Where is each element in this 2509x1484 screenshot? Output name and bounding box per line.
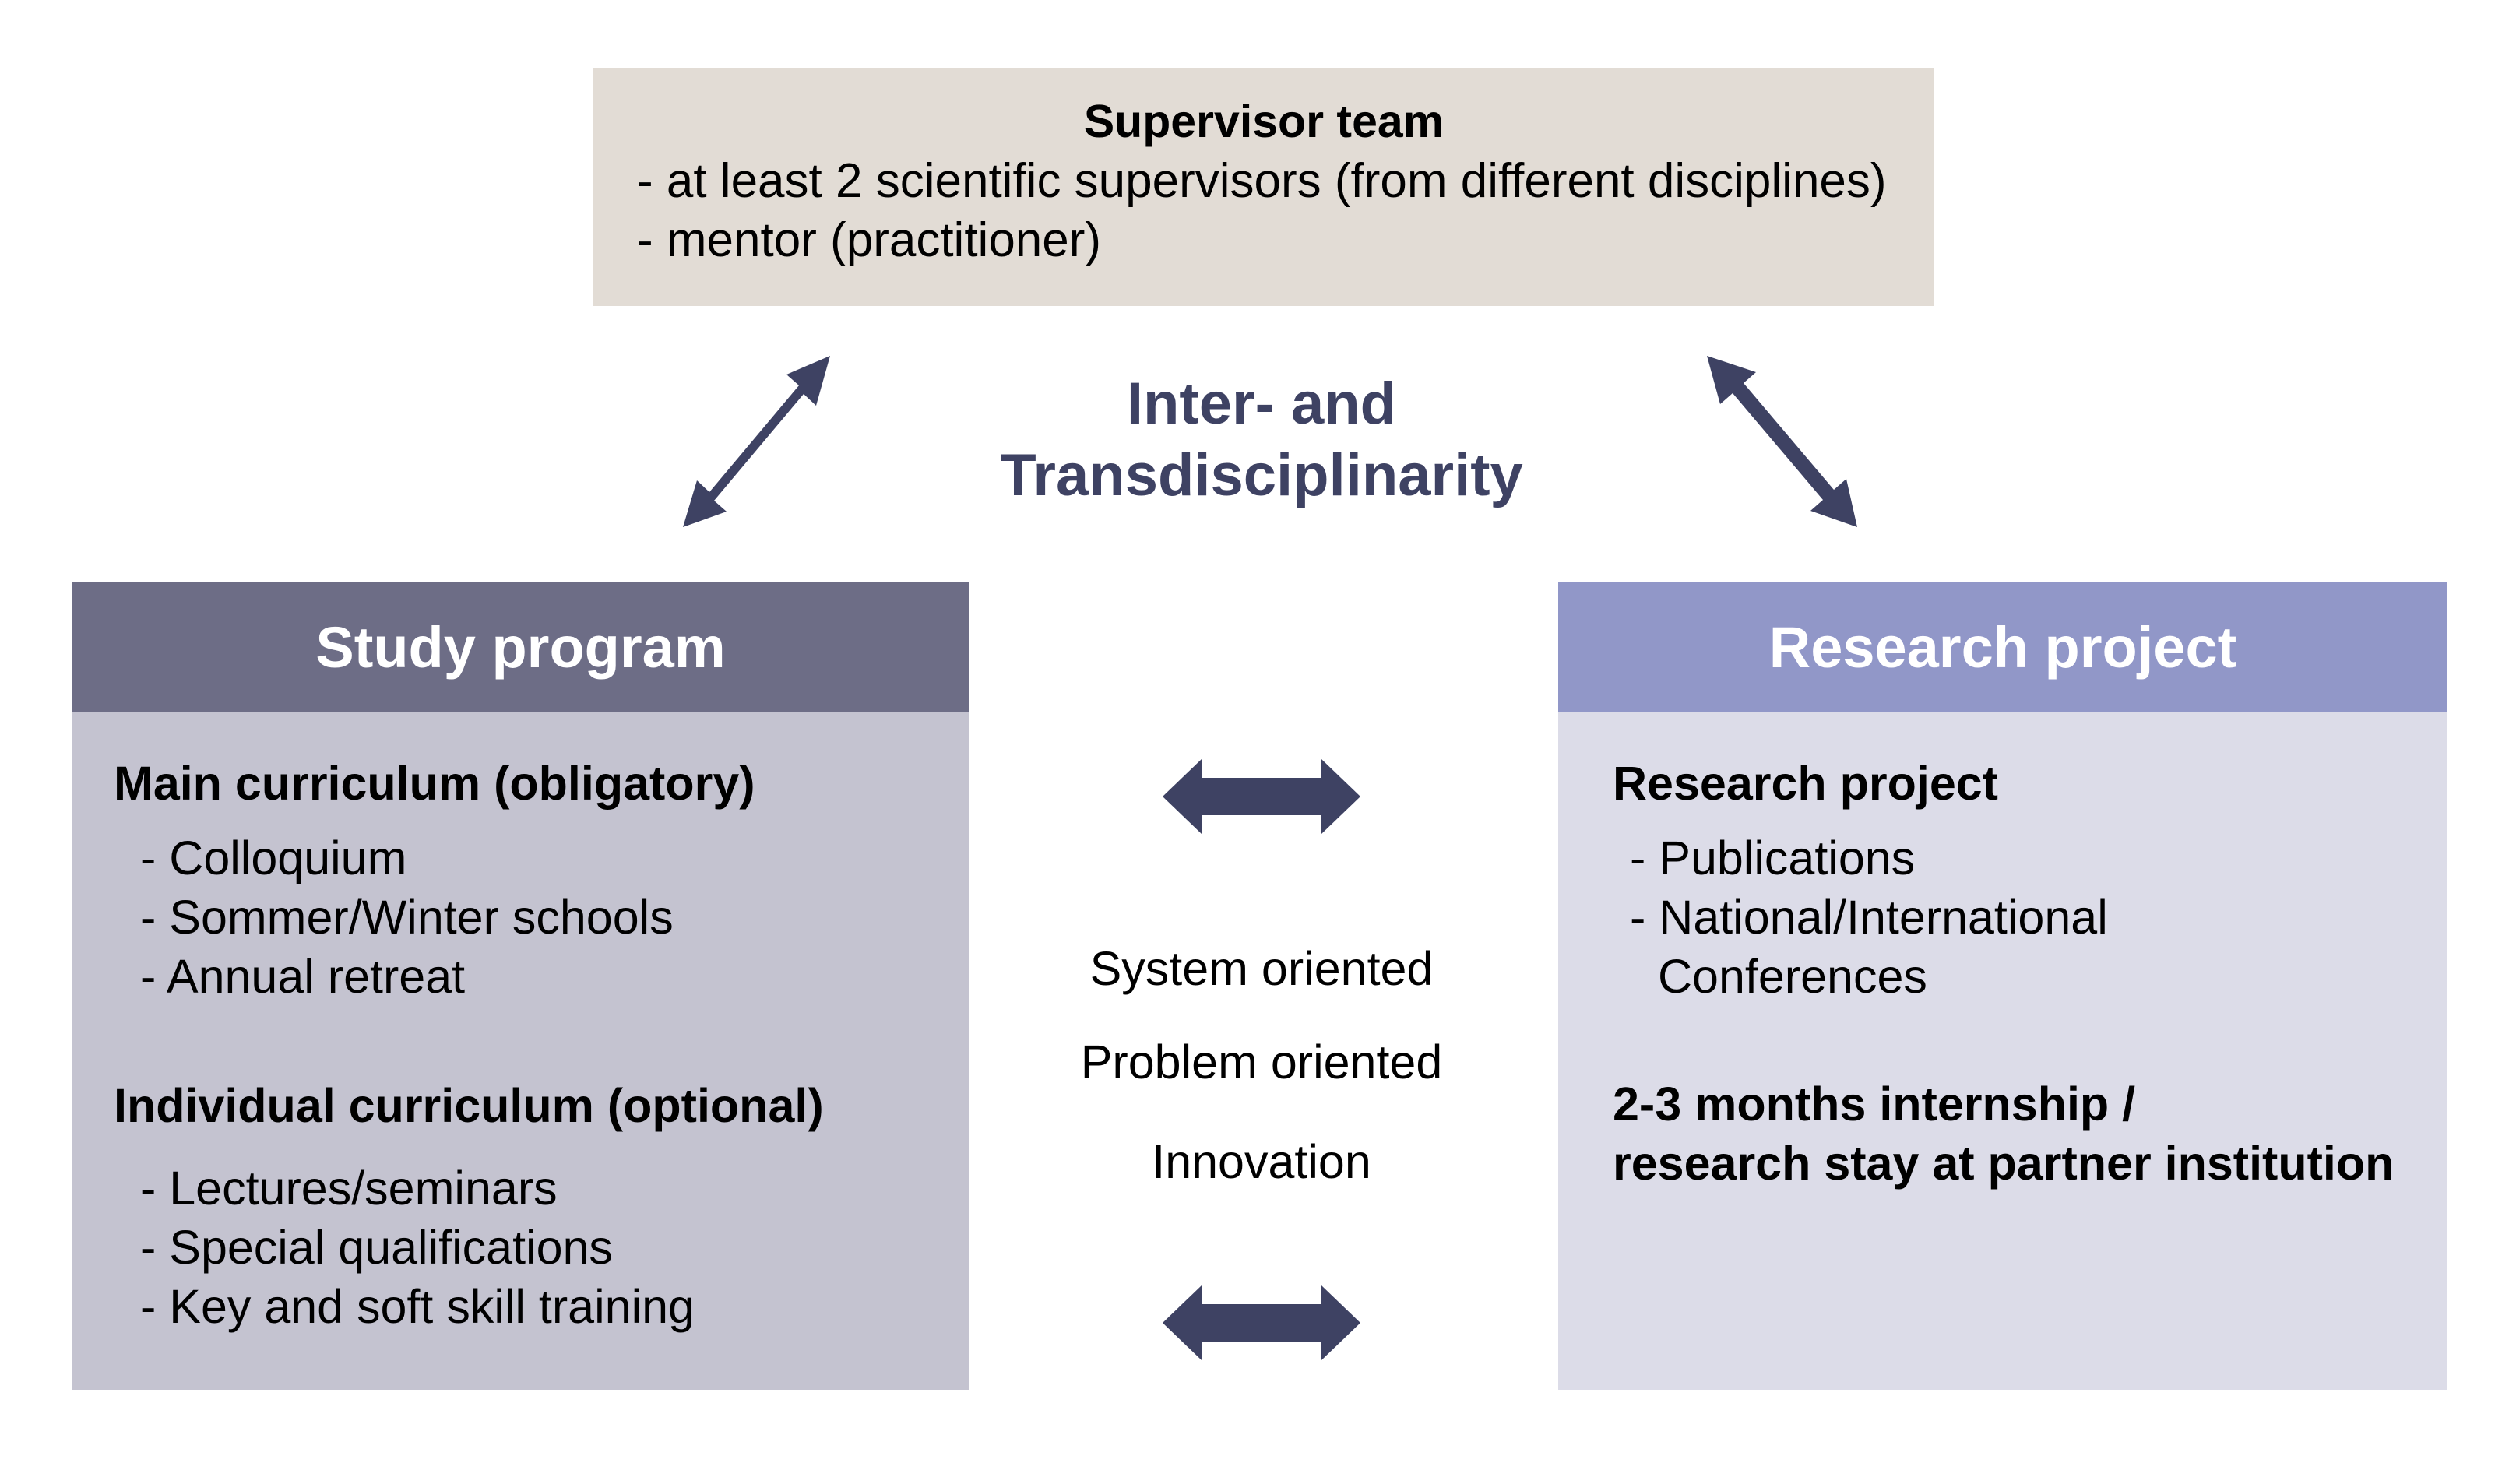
double-headed-diagonal-arrow-icon [683, 356, 830, 527]
research-project-body: Research project - Publications - Nation… [1558, 712, 2447, 1390]
double-headed-horizontal-arrow-icon [1163, 759, 1360, 834]
interdisciplinarity-title: Inter- and Transdisciplinarity [872, 368, 1651, 512]
research-project-title: Research project [1613, 757, 1998, 810]
main-curriculum-item: - Colloquium [140, 832, 407, 884]
main-curriculum-item: - Annual retreat [140, 950, 466, 1003]
individual-curriculum-title: Individual curriculum (optional) [114, 1079, 824, 1132]
individual-curriculum-item: - Special qualifications [140, 1221, 613, 1274]
double-headed-horizontal-arrow-icon [1163, 1285, 1360, 1360]
center-item-problem: Problem oriented [1080, 1036, 1443, 1088]
individual-curriculum-item: - Key and soft skill training [140, 1280, 695, 1333]
center-title-line: Transdisciplinarity [1000, 442, 1523, 508]
research-project-item: - Publications [1630, 832, 1916, 884]
internship-line: 2-3 months internship / [1613, 1078, 2136, 1131]
supervisor-team-title: Supervisor team [1083, 96, 1445, 147]
internship-line: research stay at partner institution [1613, 1137, 2395, 1190]
center-item-innovation: Innovation [1152, 1135, 1371, 1188]
main-curriculum-item: - Sommer/Winter schools [140, 891, 674, 944]
research-project-item: - National/International [1630, 891, 2108, 944]
supervisor-team-box: Supervisor team - at least 2 scientific … [593, 68, 1934, 306]
study-program-body: Main curriculum (obligatory) - Colloquiu… [72, 712, 969, 1390]
study-program-header: Study program [72, 582, 969, 712]
supervisor-line: - at least 2 scientific supervisors (fro… [637, 154, 1887, 208]
center-title-line: Inter- and [1126, 371, 1397, 437]
supervisor-team-list: - at least 2 scientific supervisors (fro… [637, 152, 1887, 270]
double-headed-diagonal-arrow-icon [1707, 356, 1857, 527]
main-curriculum-title: Main curriculum (obligatory) [114, 757, 755, 810]
center-item-system: System oriented [1089, 942, 1434, 995]
supervisor-line: - mentor (practitioner) [637, 213, 1102, 267]
individual-curriculum-item: - Lectures/seminars [140, 1162, 558, 1215]
research-project-header: Research project [1558, 582, 2447, 712]
research-project-item: Conferences [1658, 950, 1927, 1003]
